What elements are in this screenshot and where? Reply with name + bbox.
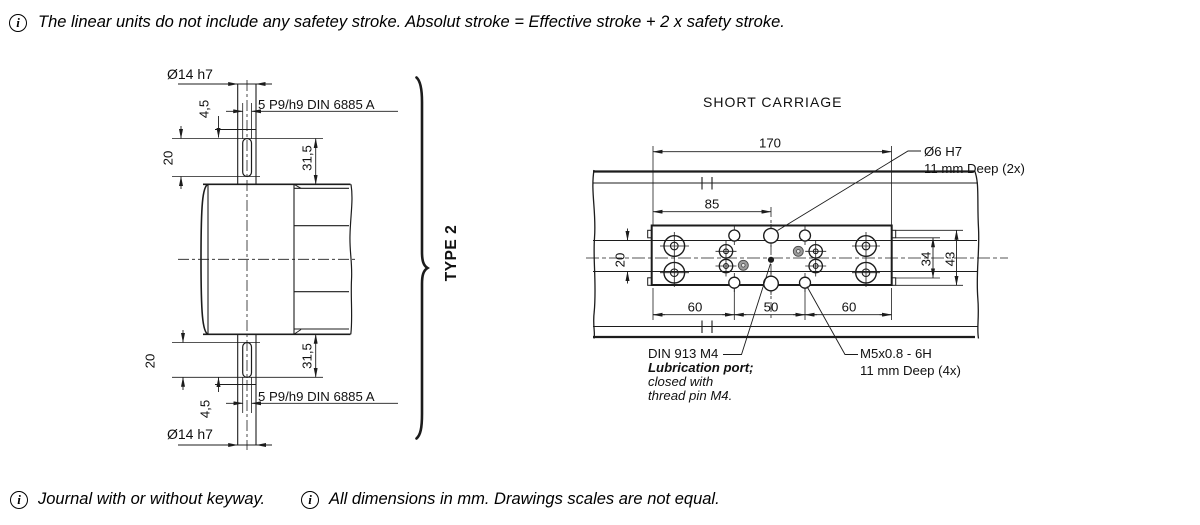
info-icon: i bbox=[9, 14, 27, 32]
body-left-edge bbox=[200, 183, 209, 336]
thread-hole-label-1: M5x0.8 - 6H bbox=[860, 346, 932, 361]
lube-port-label-1: DIN 913 M4 bbox=[648, 346, 719, 361]
dim-diameter-top: Ø14 h7 bbox=[167, 66, 213, 82]
info-icon: i bbox=[301, 491, 319, 509]
thread-hole-leader bbox=[806, 286, 858, 355]
lube-port-label-2: Lubrication port; bbox=[648, 360, 754, 375]
band-break-left bbox=[592, 169, 596, 339]
shaft-journal-view bbox=[172, 76, 430, 450]
dim-keyway-offset-top: 4,5 bbox=[196, 99, 212, 119]
dim-total-length: 170 bbox=[758, 135, 782, 151]
note-units: All dimensions in mm. Drawings scales ar… bbox=[329, 490, 720, 508]
thread-hole-label-2: 11 mm Deep (4x) bbox=[860, 363, 961, 378]
dim-journal-length-top: 31,5 bbox=[299, 145, 315, 171]
info-icon: i bbox=[10, 491, 28, 509]
dowel-holes bbox=[763, 224, 780, 295]
filled-holes bbox=[737, 245, 804, 271]
dim-pitch-right: 60 bbox=[841, 299, 857, 315]
dim-keyway-spec-bottom: 5 P9/h9 DIN 6885 A bbox=[258, 388, 375, 404]
dim-hole-rows-inner: 34 bbox=[918, 251, 933, 266]
body-break-line bbox=[349, 184, 353, 335]
dowel-hole-label-1: Ø6 H7 bbox=[924, 144, 963, 159]
dim-keyway-offset-bottom: 4,5 bbox=[197, 399, 213, 419]
lube-port-leader bbox=[723, 263, 771, 355]
carriage-title: SHORT CARRIAGE bbox=[703, 94, 843, 110]
dim-journal-length-bottom: 31,5 bbox=[299, 343, 315, 369]
dim-keyway-length-bottom: 20 bbox=[142, 353, 158, 369]
dim-rail-width: 20 bbox=[612, 252, 628, 267]
dim-pitch-center: 50 bbox=[763, 299, 779, 315]
dim-half-length: 85 bbox=[704, 196, 720, 212]
mounting-holes bbox=[660, 232, 880, 287]
medium-holes bbox=[715, 241, 827, 277]
dim-keyway-length-top: 20 bbox=[160, 150, 176, 166]
note-journal: Journal with or without keyway. bbox=[38, 490, 266, 508]
dowel-hole-leader bbox=[777, 150, 921, 231]
lube-port-label-4: thread pin M4. bbox=[648, 388, 733, 403]
dim-hole-rows-outer: 43 bbox=[942, 251, 957, 266]
thread-holes bbox=[728, 226, 812, 292]
lube-port-label-3: closed with bbox=[648, 374, 714, 389]
note-stroke: The linear units do not include any safe… bbox=[38, 13, 785, 31]
grouping-brace bbox=[415, 76, 430, 440]
dowel-hole-label-2: 11 mm Deep (2x) bbox=[924, 161, 1025, 176]
dim-diameter-bottom: Ø14 h7 bbox=[167, 425, 213, 442]
lube-port-dot bbox=[767, 256, 775, 263]
short-carriage-view bbox=[586, 146, 1008, 355]
dim-pitch-left: 60 bbox=[687, 299, 703, 315]
band-break-right bbox=[973, 170, 980, 339]
type-2-label: TYPE 2 bbox=[443, 224, 460, 282]
dim-keyway-spec-top: 5 P9/h9 DIN 6885 A bbox=[258, 96, 375, 112]
